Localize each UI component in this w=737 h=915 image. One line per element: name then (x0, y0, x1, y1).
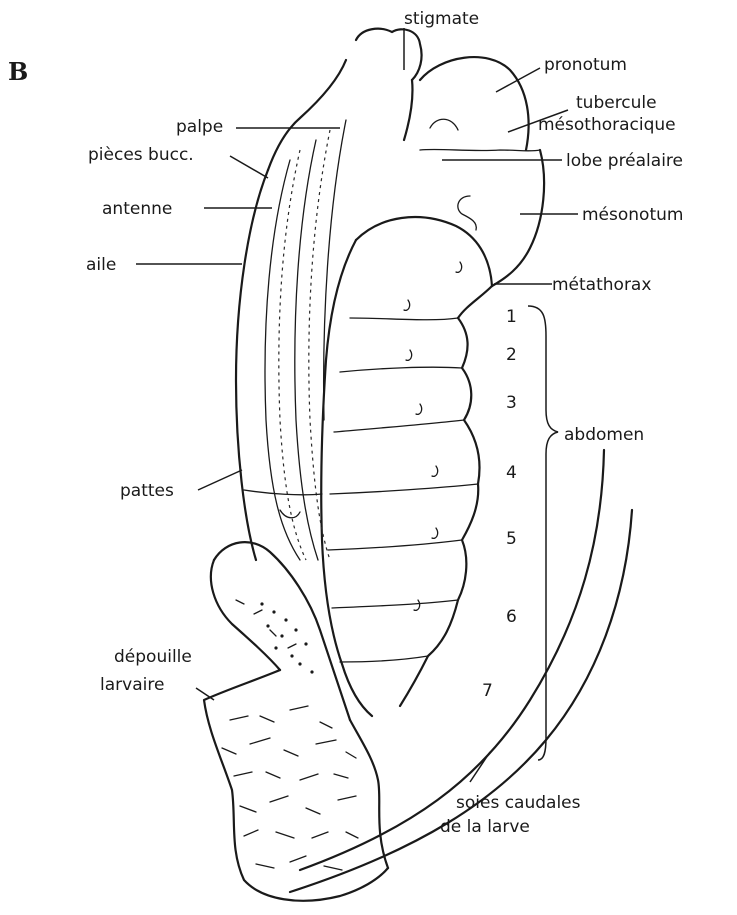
labels: stigmate pronotum tubercule mésothoraciq… (86, 9, 683, 837)
label-tubercule: tubercule (576, 93, 657, 113)
segment-number-4: 4 (506, 463, 517, 483)
label-mesonotum: mésonotum (582, 205, 683, 225)
label-metathorax: métathorax (552, 275, 651, 295)
segment-number-1: 1 (506, 307, 517, 327)
label-depouille: dépouille (114, 647, 192, 667)
label-palpe: palpe (176, 117, 223, 137)
label-stigmate: stigmate (404, 9, 479, 29)
label-pattes: pattes (120, 481, 174, 501)
segment-number-3: 3 (506, 393, 517, 413)
label-antenne: antenne (102, 199, 172, 219)
label-lobe-prealaire: lobe préalaire (566, 151, 683, 171)
segment-numbers: 1 2 3 4 5 6 7 (482, 307, 517, 701)
panel-letter: B (8, 57, 28, 86)
label-mesothoracique: mésothoracique (538, 115, 676, 135)
label-pronotum: pronotum (544, 55, 627, 75)
segment-number-6: 6 (506, 607, 517, 627)
label-pieces-bucc: pièces bucc. (88, 145, 194, 165)
label-de-la-larve: de la larve (440, 817, 530, 837)
label-soies-caudales: soies caudales (456, 793, 581, 813)
segment-number-2: 2 (506, 345, 517, 365)
segment-number-5: 5 (506, 529, 517, 549)
label-abdomen: abdomen (564, 425, 644, 445)
label-larvaire: larvaire (100, 675, 164, 695)
segment-number-7: 7 (482, 681, 493, 701)
label-aile: aile (86, 255, 116, 275)
